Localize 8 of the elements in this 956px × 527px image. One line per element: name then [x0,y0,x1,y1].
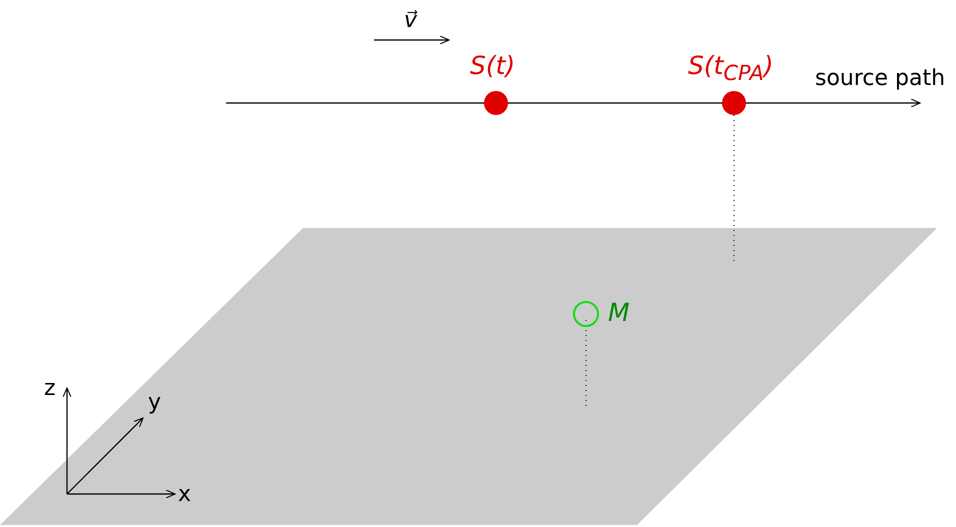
source-label: S(t$_{CPA}$) [688,53,774,84]
axis-label: z [44,378,56,400]
source-label: S(t) [470,53,516,78]
axis-label: x [178,484,192,506]
path-label: source path [815,68,946,90]
axis-label: y [148,392,162,414]
receiver-label: M [608,300,630,325]
velocity-label: v⃗ [404,10,418,32]
